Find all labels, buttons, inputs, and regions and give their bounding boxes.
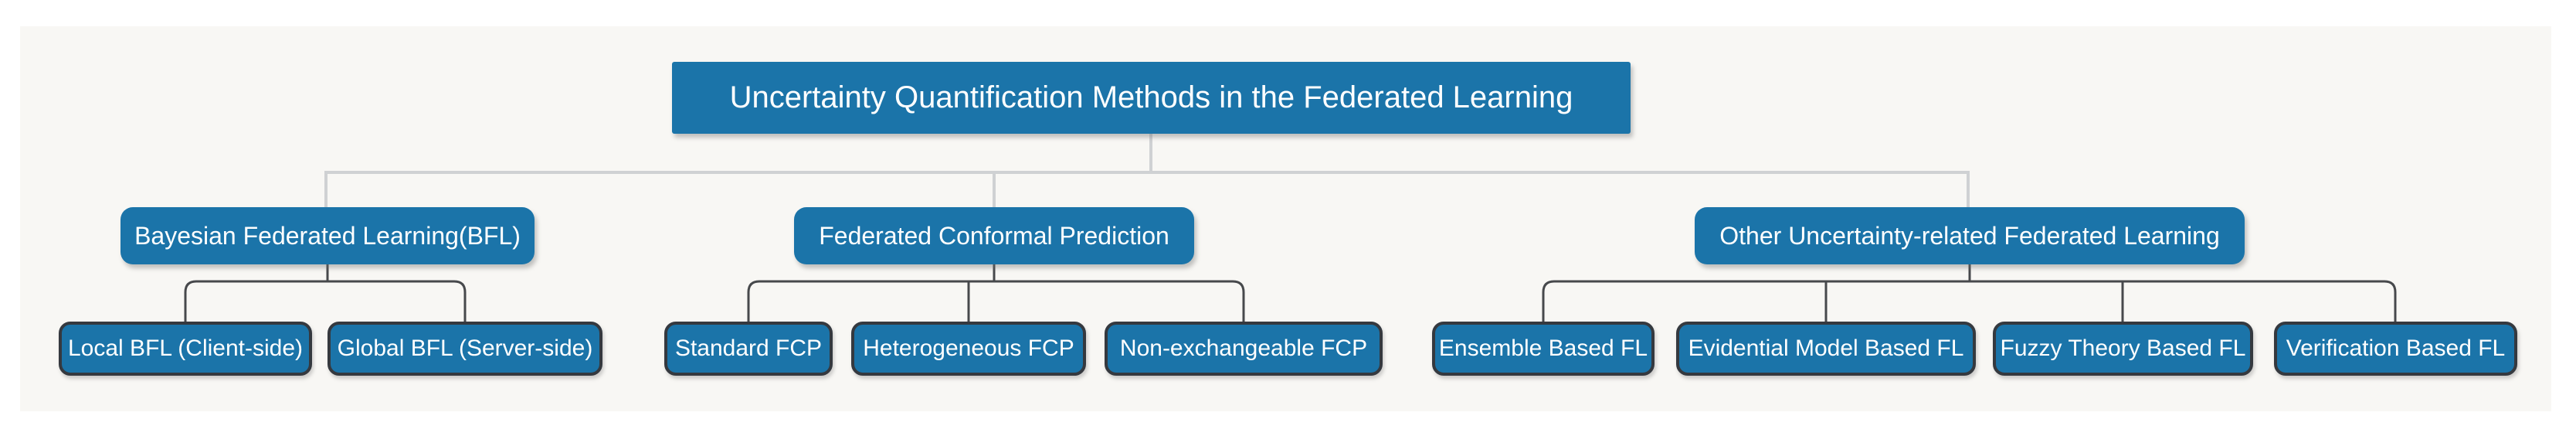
branch-node-bayesian-federated-learning: Bayesian Federated Learning(BFL) <box>120 207 535 264</box>
leaf-node-local-bfl-client-side: Local BFL (Client-side) <box>59 322 312 376</box>
leaf-node-heterogeneous-fcp: Heterogeneous FCP <box>851 322 1086 376</box>
leaf-node-standard-fcp: Standard FCP <box>664 322 833 376</box>
leaf-node-verification-based-fl: Verification Based FL <box>2274 322 2517 376</box>
root-node-uncertainty-quantification: Uncertainty Quantification Methods in th… <box>672 62 1631 134</box>
branch-node-federated-conformal-prediction: Federated Conformal Prediction <box>794 207 1194 264</box>
leaf-node-ensemble-based-fl: Ensemble Based FL <box>1432 322 1655 376</box>
leaf-node-global-bfl-server-side: Global BFL (Server-side) <box>328 322 602 376</box>
branch-node-other-uncertainty-related-fl: Other Uncertainty-related Federated Lear… <box>1695 207 2245 264</box>
leaf-node-evidential-model-based-fl: Evidential Model Based FL <box>1676 322 1976 376</box>
leaf-node-non-exchangeable-fcp: Non-exchangeable FCP <box>1105 322 1383 376</box>
leaf-node-fuzzy-theory-based-fl: Fuzzy Theory Based FL <box>1993 322 2253 376</box>
